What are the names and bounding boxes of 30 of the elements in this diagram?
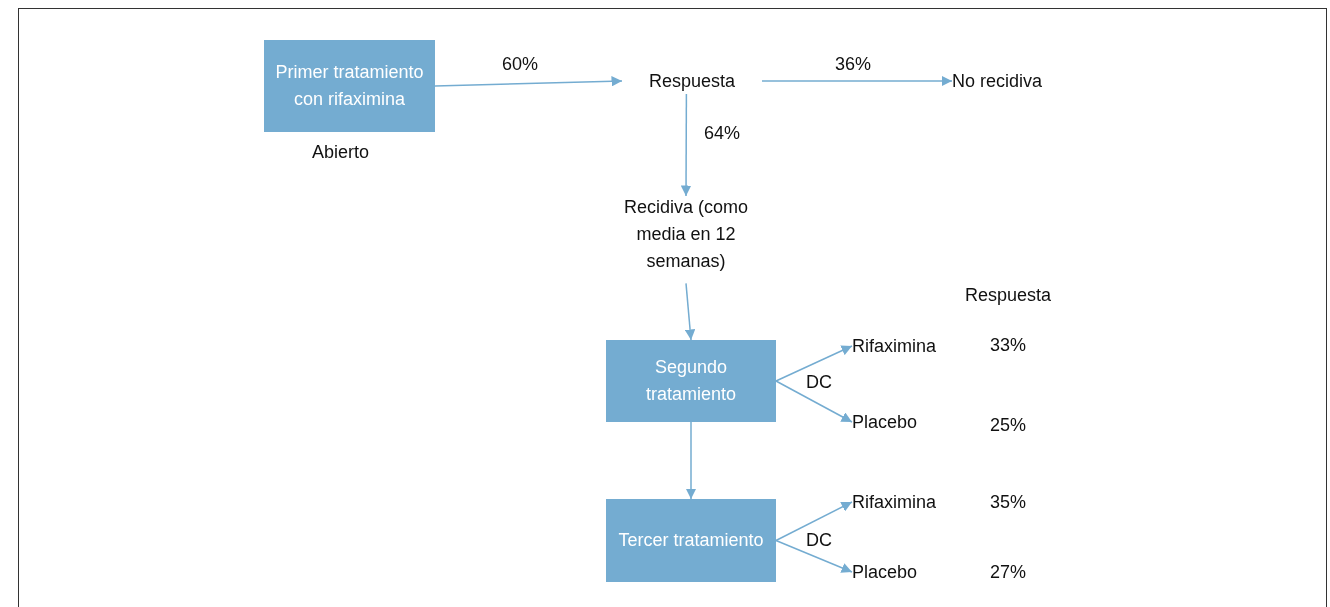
arrow [434, 76, 623, 87]
note-label: 35% [990, 492, 1027, 513]
box-text: Primer tratamiento con rifaximina [274, 61, 425, 111]
process-box [606, 499, 776, 582]
arrow [775, 345, 853, 382]
arrow [775, 501, 853, 542]
arrow [761, 75, 953, 87]
node-label: Placebo [852, 409, 942, 435]
process-box [264, 40, 435, 132]
process-box [606, 340, 776, 422]
node-label: Placebo [852, 559, 942, 585]
box-text: Tercer tratamiento [617, 529, 765, 552]
note-label: 25% [990, 415, 1027, 436]
node-label: Respuesta [622, 68, 762, 94]
note-label: DC [806, 530, 832, 551]
note-label: 33% [990, 335, 1027, 356]
arrow [684, 282, 696, 341]
arrow [775, 380, 853, 423]
arrow [680, 93, 692, 197]
arrow [775, 539, 853, 573]
node-caption: Abierto [312, 142, 370, 163]
arrow [685, 421, 697, 500]
node-label: Recidiva (como media en 12 semanas) [598, 196, 774, 272]
node-label: Rifaximina [852, 333, 964, 359]
node-label: Rifaximina [852, 489, 964, 515]
note-label: 27% [990, 562, 1027, 583]
box-text: Segundo tratamiento [644, 356, 737, 406]
node-label: No recidiva [952, 68, 1072, 94]
note-label: DC [806, 372, 832, 393]
note-label: Respuesta [965, 285, 1052, 306]
